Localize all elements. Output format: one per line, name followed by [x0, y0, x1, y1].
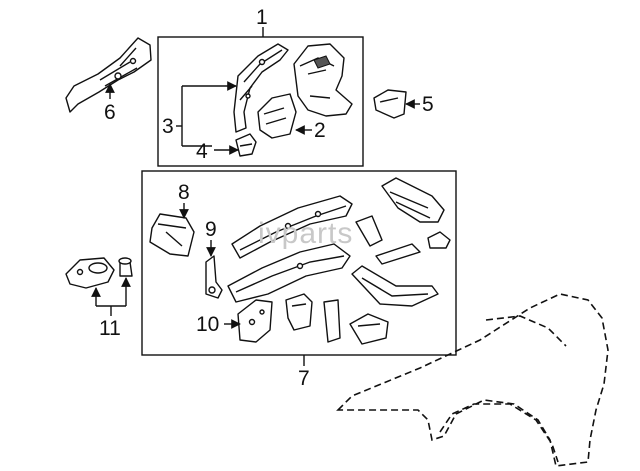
- part-6-apron: [65, 37, 152, 113]
- part-side-panel: [381, 177, 445, 223]
- watermark: ivparts: [258, 217, 353, 250]
- part-5-small-bracket: [373, 89, 407, 119]
- part-1-strut-tower: [293, 43, 353, 117]
- part-lower-frame-rail: [227, 243, 351, 303]
- callout-5: 5: [422, 93, 434, 116]
- callout-10: 10: [196, 313, 219, 336]
- callout-9: 9: [205, 218, 217, 241]
- part-2-gusset: [257, 93, 297, 139]
- assembly-1-box: [157, 36, 364, 167]
- callout-1: 1: [256, 6, 268, 29]
- part-8-block: [149, 213, 195, 257]
- part-small-clip: [427, 231, 451, 249]
- fender-outline: [336, 293, 609, 467]
- part-9-hook: [205, 255, 223, 299]
- callout-4: 4: [196, 140, 208, 163]
- part-4-bracket: [235, 133, 257, 157]
- callout-6: 6: [104, 101, 116, 124]
- part-cross-member: [355, 215, 421, 265]
- part-bracket-c: [349, 313, 389, 345]
- part-11-mount: [65, 257, 133, 289]
- part-bracket-a: [285, 293, 313, 331]
- part-upper-frame-rail: [231, 195, 353, 259]
- callout-3: 3: [162, 115, 174, 138]
- part-3-upper-rail: [233, 43, 289, 133]
- part-10-plate: [237, 299, 273, 343]
- assembly-7-box: [141, 170, 457, 356]
- part-bracket-b: [323, 299, 341, 343]
- callout-7: 7: [298, 367, 310, 390]
- part-lower-extension: [351, 265, 439, 307]
- callout-2: 2: [314, 119, 326, 142]
- callout-11: 11: [99, 317, 121, 340]
- callout-8: 8: [178, 181, 190, 204]
